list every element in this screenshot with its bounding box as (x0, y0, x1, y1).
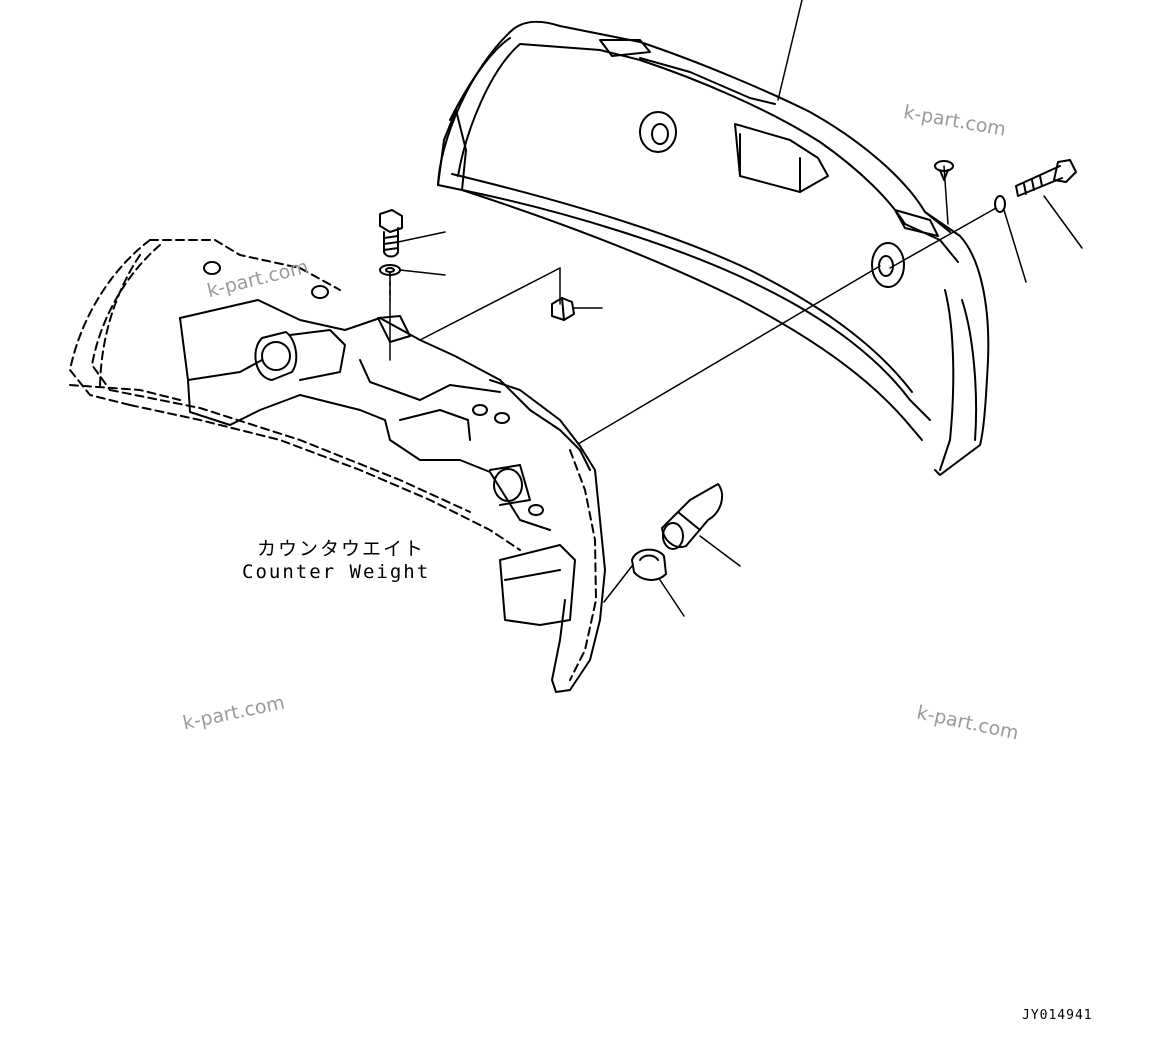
bolt-vertical (379, 209, 403, 258)
counterweight-body (69, 239, 606, 693)
drawing-id: JY014941 (1022, 1008, 1093, 1023)
washer-diagonal (994, 195, 1006, 213)
part-label-english: Counter Weight (242, 561, 431, 583)
clip-ring (631, 548, 667, 581)
cap-plug (661, 483, 724, 550)
nut (551, 297, 575, 321)
leader-lines (389, 0, 1083, 617)
counterweight-cover (437, 20, 990, 476)
bolt-diagonal (1015, 159, 1077, 197)
part-label-japanese: カウンタウエイト (257, 538, 426, 560)
